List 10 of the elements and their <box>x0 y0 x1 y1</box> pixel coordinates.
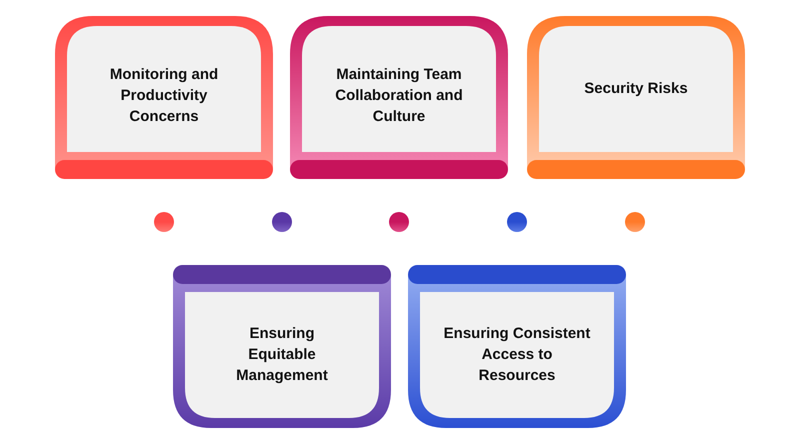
topic-card <box>527 16 745 179</box>
topic-card <box>408 265 626 428</box>
card-title: Ensuring Equitable Management <box>235 324 329 386</box>
card-title: Security Risks <box>584 79 688 99</box>
topic-card <box>290 16 508 179</box>
topic-card <box>55 16 273 179</box>
card-title: Maintaining Team Collaboration and Culture <box>334 65 464 127</box>
card-title: Ensuring Consistent Access to Resources <box>442 324 592 386</box>
topic-card <box>173 265 391 428</box>
card-title: Monitoring and Productivity Concerns <box>108 65 220 127</box>
